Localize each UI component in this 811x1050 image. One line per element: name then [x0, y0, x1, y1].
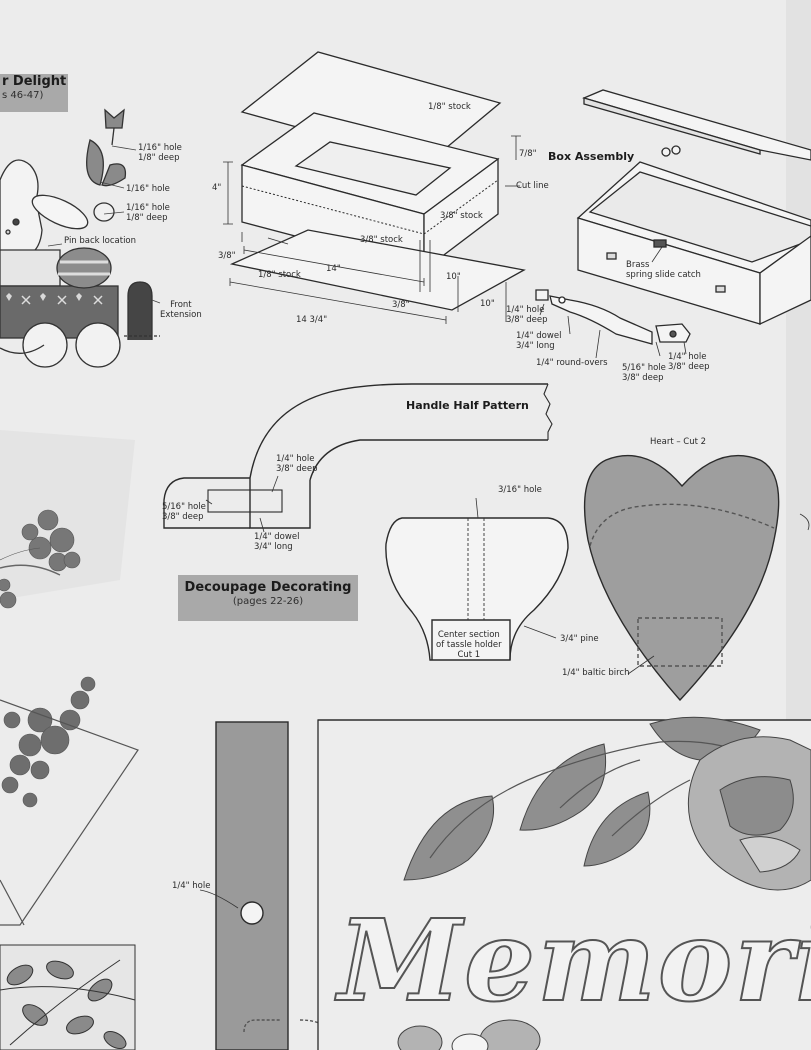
bunny-pin-back-label: Pin back location — [64, 236, 137, 246]
memories-lettering: Memorie — [337, 896, 811, 1027]
box-dim-3-8-left-label: 3/8" — [218, 251, 236, 261]
handle-half-pattern — [163, 383, 553, 529]
box-side-stock-label: 3/8" stock — [440, 211, 483, 221]
handle-dowel-label: 1/4" dowel 3/4" long — [254, 532, 300, 552]
decoupage-pages: (pages 22-26) — [232, 596, 304, 607]
heart-title-label: Heart – Cut 2 — [650, 437, 707, 447]
leaf-icon — [583, 791, 651, 867]
box-dimension-lines — [223, 135, 521, 324]
handle-hole-b-label: 5/16" hole 3/8" deep — [162, 502, 206, 522]
box-dim-4-label: 4" — [212, 183, 222, 193]
tassel-pine-label: 3/4" pine — [560, 634, 599, 644]
assembly-hole-c-label: 1/4" hole 3/8" deep — [668, 352, 710, 372]
tassel-holder-pattern — [385, 517, 569, 661]
box-dim-3-8-bottom-label: 3/8" — [392, 300, 410, 310]
lilac-pattern — [0, 430, 139, 926]
bunny-hole1-label: 1/16" hole 1/8" deep — [138, 143, 182, 163]
leaf-icon — [519, 743, 607, 831]
leaf-panel — [0, 944, 136, 1050]
bookmark-strip — [199, 721, 331, 1050]
decoupage-title: Decoupage Decorating — [184, 580, 352, 595]
box-assembly-view — [535, 89, 811, 345]
handle-leaders — [205, 475, 279, 533]
bunny-leaders — [47, 145, 161, 304]
bunny-pattern — [0, 108, 160, 368]
strip-hole-label: 1/4" hole — [172, 881, 211, 891]
box-dim-14-label: 14" — [326, 264, 341, 274]
tassel-center-label: Center section of tassle holder Cut 1 — [436, 630, 502, 660]
title-banner-left: r Delight s 46-47) — [0, 74, 68, 112]
heart-pattern — [583, 454, 780, 702]
title-left: r Delight — [2, 74, 67, 89]
box-dim-14-3-4-label: 14 3/4" — [296, 315, 328, 325]
box-exploded-view — [229, 51, 526, 311]
box-top-stock-label: 1/8" stock — [428, 102, 471, 112]
box-bottom-stock-label: 1/8" stock — [258, 270, 301, 280]
assembly-hole-b-label: 5/16" hole 3/8" deep — [622, 363, 666, 383]
assembly-roundovers-label: 1/4" round-overs — [536, 358, 608, 368]
bunny-hole2-label: 1/16" hole — [126, 184, 170, 194]
assembly-hole-a-label: 1/4" hole 3/8" deep — [506, 305, 548, 325]
handle-pattern-title: Handle Half Pattern — [406, 399, 529, 412]
assembly-leaders — [539, 246, 687, 359]
bunny-hole3-label: 1/16" hole 1/8" deep — [126, 203, 170, 223]
assembly-dowel-label: 1/4" dowel 3/4" long — [516, 331, 562, 351]
memories-panel — [317, 716, 811, 1050]
tassel-hole-label: 3/16" hole — [498, 485, 542, 495]
box-front-stock-label: 3/8" stock — [360, 235, 403, 245]
box-dim-7-8-label: 7/8" — [519, 149, 537, 159]
box-dim-10-inner-label: 10" — [446, 272, 461, 282]
box-cut-line-label: Cut line — [516, 181, 549, 191]
handle-hole-a-label: 1/4" hole 3/8" deep — [276, 454, 318, 474]
decoupage-banner: Decoupage Decorating (pages 22-26) — [178, 575, 358, 621]
box-dim-10-outer-label: 10" — [480, 299, 495, 309]
box-bottom-panel — [229, 229, 526, 311]
bunny-front-extension-label: Front Extension — [160, 300, 202, 320]
heart-birch-label: 1/4" baltic birch — [562, 668, 630, 678]
flower-icon — [687, 736, 811, 891]
assembly-brass-label: Brass spring slide catch — [626, 260, 701, 280]
leaf-icon — [403, 795, 495, 881]
title-left-pages: s 46-47) — [2, 90, 44, 101]
box-assembly-title: Box Assembly — [548, 150, 635, 163]
